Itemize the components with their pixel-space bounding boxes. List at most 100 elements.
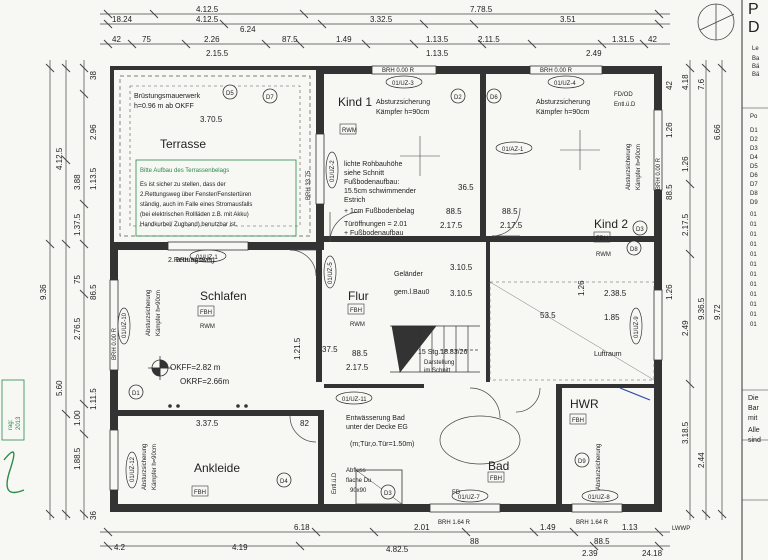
note-rohbau-5: Estrich (344, 197, 366, 204)
dim-right-9: 7.6 (697, 78, 706, 90)
luftraum-outline (489, 281, 655, 381)
note-rohbau-1: lichte Rohbauhöhe (344, 161, 402, 168)
note-kind1-kaempfer: Kämpfer h=90cm (376, 109, 430, 116)
room-kind2: Kind 2 (594, 217, 628, 231)
dim-top-14: 2.26 (204, 35, 220, 44)
dim-top-12: 1.31.5 (612, 35, 635, 44)
inner-dim-13: 2.17.5 (346, 363, 369, 372)
note-schl-kaempfer: Kämpfer h=90cm (156, 290, 162, 336)
sidebar-code-15: 01 (750, 262, 757, 268)
sidebar-code-20: 01 (750, 312, 757, 318)
terrasse-inner-outline (129, 85, 301, 227)
note-hwr-absturz: Absturzsicherung (596, 444, 602, 490)
note-rohbau-6: + 1cm Fußbodenbelag (344, 208, 414, 215)
dim-left-14: 36 (89, 511, 98, 520)
okff-marker (148, 356, 172, 380)
dim-left-6: 2.76.5 (73, 317, 82, 340)
sidebar-code-7: D7 (750, 182, 758, 188)
dim-right-5: 3.18.5 (681, 421, 690, 444)
tag-rwm-kind1: RWM (342, 128, 357, 134)
marker-1: D5 (226, 91, 234, 97)
sidebar-footer-2: mit (748, 415, 757, 422)
green-note-3: ständig, auch im Falle eines Stromausfal… (140, 202, 252, 208)
stamp-date: 2013 (16, 416, 22, 430)
note-kind2-kaempfer-vert: Kämpfer h=90cm (636, 144, 642, 190)
dim-left-2: 3.88 (73, 174, 82, 190)
note-darstellung-2: im Schnitt (424, 368, 451, 374)
dim-top-11: 3.51 (560, 15, 576, 24)
brh-mid: BRH 33.25 R (176, 258, 212, 264)
sidebar-footer-4: sind (748, 437, 761, 444)
brh-top-1: BRH 0.00 R (382, 68, 415, 74)
dim-right-10: 88.5 (665, 184, 674, 200)
room-kind1: Kind 1 (338, 95, 372, 109)
dim-top-10: 2.11.5 (478, 35, 500, 44)
dim-bot-8: 2.39 (582, 549, 598, 558)
sidebar-code-4: D4 (750, 155, 758, 161)
green-note-4: (bei elektrischen Rollläden z.B. mit Akk… (140, 212, 249, 218)
dim-right-8: 1.26 (665, 284, 674, 300)
sidebar-code-19: 01 (750, 302, 757, 308)
note-tuer: (m;Tür,o.Tür=1.50m) (350, 441, 414, 448)
dim-top-5: 2.15.5 (206, 49, 229, 58)
note-rohbau-2: siehe Schnitt (344, 170, 384, 177)
stamp-text: rag: (8, 419, 14, 430)
sidebar-codes: Po D1 D2 D3 D4 D5 D6 D7 D8 D9 01 01 01 0… (750, 114, 758, 328)
brh-bot-1: BRH 1.64 R (438, 520, 471, 526)
room-schlafen: Schlafen (200, 289, 247, 303)
dim-bot-7: 88.5 (594, 537, 610, 546)
note-dusche-1: Abfluss (346, 468, 366, 474)
marker-10: D3 (384, 491, 392, 497)
dim-left-8: 1.00 (73, 410, 82, 426)
note-bruestung-2: h=0.96 m ab OKFF (134, 103, 194, 110)
note-okrf: OKRF=2.66m (180, 377, 229, 386)
window-tag-12: 01/AZ-1 (502, 147, 524, 153)
dim-bot-3: 88 (470, 537, 479, 546)
inner-dim-16: 1.21.5 (293, 337, 302, 360)
inner-dim-3: 3.10.5 (450, 289, 473, 298)
note-lwwp: LWWP (672, 526, 690, 532)
tag-fbh-schlafen: FBH (200, 310, 212, 316)
green-note-1: Es ist sicher zu stellen, dass der (140, 182, 226, 188)
sidebar-code-0: Po (750, 114, 758, 120)
note-rohbau-3: Fußbodenaufbau: (344, 179, 399, 186)
sidebar-code-13: 01 (750, 242, 757, 248)
dim-top-3: 7.78.5 (470, 5, 493, 14)
inner-dim-5: 1.85 (604, 313, 620, 322)
sidebar-footer-0: Die (748, 395, 759, 402)
dim-right-7: 6.66 (713, 124, 722, 140)
dim-right-4: 2.49 (681, 320, 690, 336)
note-entlue-2: Entl.ü.D (332, 472, 338, 494)
brh-bot-2: BRH 1.64 R (576, 520, 609, 526)
dim-top-4: 4.12.5 (196, 15, 219, 24)
sidebar-legend-2: Bä (752, 64, 760, 70)
sidebar-code-11: 01 (750, 222, 757, 228)
note-kind2-kaempfer: Kämpfer h=90cm (536, 109, 590, 116)
window-tag-10: 01/UZ-12 (130, 456, 136, 482)
tag-fbh-bad: FBH (490, 476, 502, 482)
marker-7: D4 (280, 479, 288, 485)
title-line-2: D (748, 19, 760, 36)
dim-right-13: 42 (665, 81, 674, 90)
note-ank-absturz: Absturzsicherung (142, 444, 148, 490)
shower-diagonal (355, 469, 403, 505)
hwr-blue-mark (619, 387, 651, 401)
room-terrasse: Terrasse (160, 137, 206, 151)
dim-top-16: 2.49 (586, 49, 602, 58)
note-gelaender-2: gem.l.Bau0 (394, 289, 430, 296)
dim-top-8: 3.32.5 (370, 15, 393, 24)
dim-right-0: 9.72 (713, 304, 722, 320)
room-ankleide: Ankleide (194, 461, 240, 475)
dim-left-11: 86.5 (89, 284, 98, 300)
note-kind2-absturz-vert: Absturzsicherung (626, 144, 632, 190)
inner-dim-11: 36.5 (458, 183, 474, 192)
window-tag-11: 01/UZ-5 (328, 262, 334, 284)
inner-dim-15: 1.26 (577, 280, 586, 296)
note-entlue-1: Entl.ü.D (614, 102, 636, 108)
note-fd: FD (452, 490, 461, 496)
note-gelaender-1: Geländer (394, 271, 423, 278)
tag-rwm-flur: RWM (350, 322, 365, 328)
north-arrow-icon (697, 3, 735, 41)
dim-right-1: 9.36.5 (697, 297, 706, 320)
dim-top-18: 42 (648, 35, 657, 44)
